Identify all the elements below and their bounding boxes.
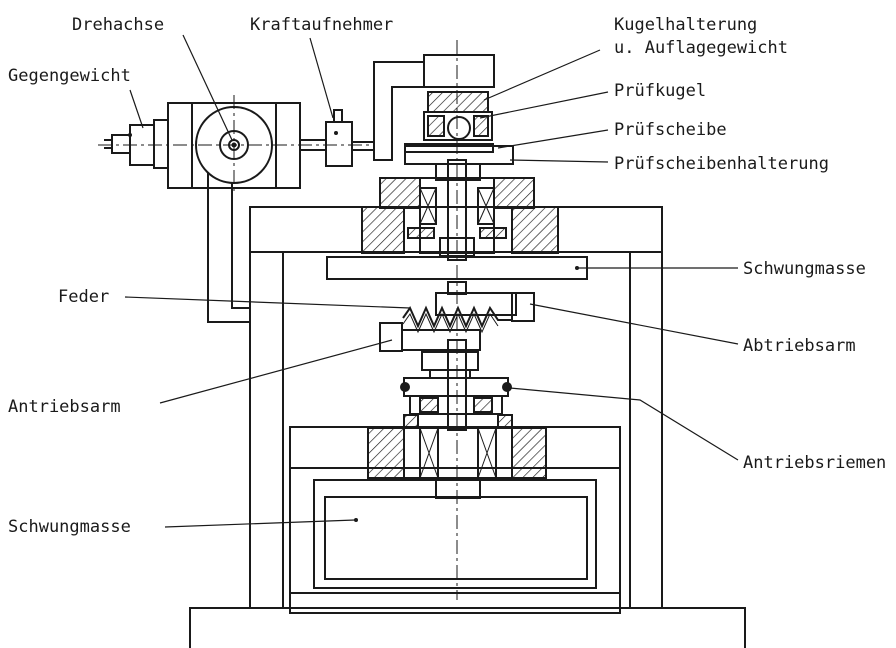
force-transducer [300, 109, 353, 167]
load-arm [352, 61, 425, 161]
pulley [403, 377, 509, 397]
counterweight [104, 119, 169, 169]
machine-frame [249, 206, 663, 608]
label-pruefkugel: Prüfkugel [614, 81, 706, 101]
spring [402, 305, 512, 334]
lower-flywheel [324, 496, 588, 580]
label-antriebsarm: Antriebsarm [8, 397, 121, 417]
upper-bearing-block [361, 177, 559, 257]
label-feder: Feder [58, 287, 109, 307]
labels: Drehachse Kraftaufnehmer Kugelhalterung … [8, 15, 886, 537]
antriebsarm-part [379, 322, 481, 352]
label-kugelhalterung-line1: Kugelhalterung [614, 15, 757, 35]
ball-holder [423, 54, 495, 141]
label-kraftaufnehmer: Kraftaufnehmer [250, 15, 393, 35]
label-antriebsriemen: Antriebsriemen [743, 453, 886, 473]
label-schwungmasse-upper: Schwungmasse [743, 259, 866, 279]
label-abtriebsarm: Abtriebsarm [743, 336, 856, 356]
base-plate [189, 607, 746, 648]
label-schwungmasse-lower: Schwungmasse [8, 517, 131, 537]
test-disc [404, 143, 494, 153]
lower-shaft [400, 339, 512, 431]
label-gegengewicht: Gegengewicht [8, 66, 131, 86]
abtriebsarm-part [435, 281, 535, 322]
label-pruefscheibenhalterung: Prüfscheibenhalterung [614, 154, 829, 174]
belt-right [502, 382, 512, 392]
lower-bearing-block [367, 414, 547, 499]
disc-holder [404, 143, 514, 181]
belt-left [400, 382, 410, 392]
label-pruefscheibe: Prüfscheibe [614, 120, 727, 140]
test-ball [447, 116, 471, 140]
centre-lines [98, 40, 458, 600]
label-kugelhalterung-line2: u. Auflagegewicht [614, 38, 788, 58]
leader-lines [124, 34, 739, 528]
lever-assembly [167, 102, 301, 323]
label-drehachse: Drehachse [72, 15, 164, 35]
